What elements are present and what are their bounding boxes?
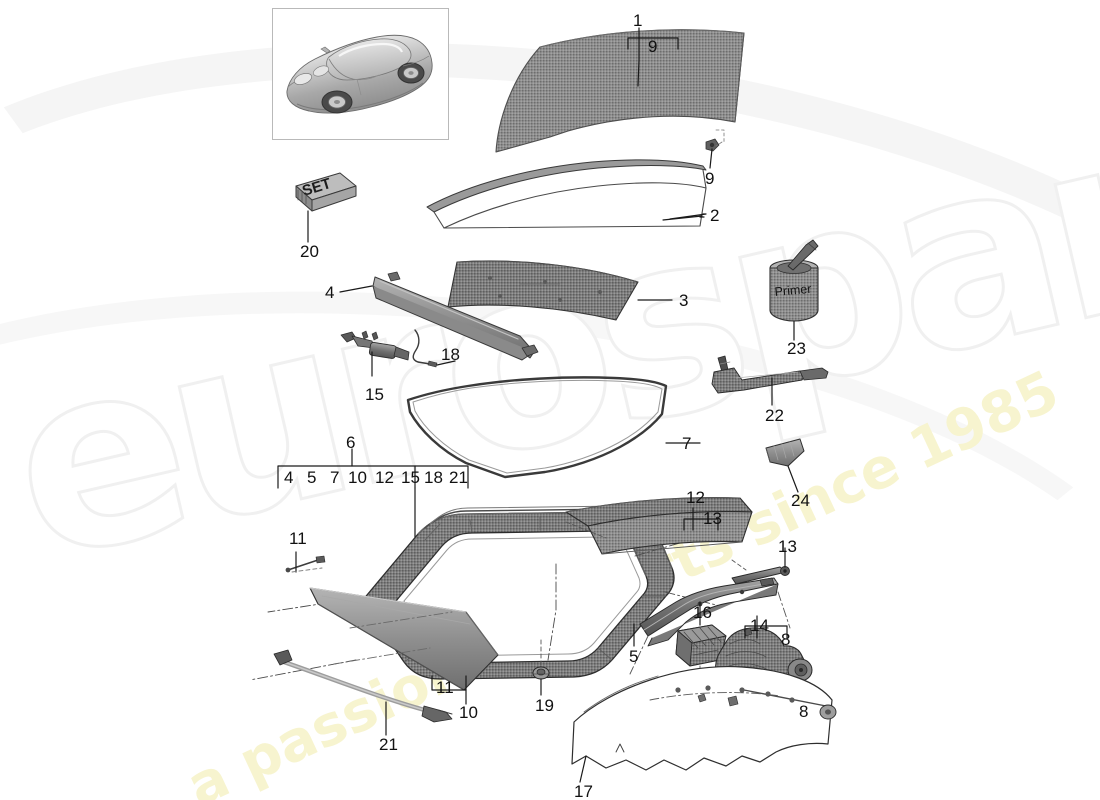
part-headliner-17: [571, 666, 837, 771]
callout-2: 2: [710, 206, 720, 225]
callout-11-strip: 11: [436, 678, 454, 697]
legend-item-4: 4: [284, 468, 294, 487]
leader-2: [662, 215, 703, 221]
part-guide-rail-5: [639, 577, 779, 647]
callout-4: 4: [325, 283, 335, 302]
callout-17: 17: [574, 782, 593, 800]
part-rear-cover-panel-12: [565, 497, 753, 555]
part-guide-rail-mechanism-22: [711, 355, 829, 394]
part-cover-strip-10: [309, 587, 499, 691]
part-roof-panel-1: [495, 29, 745, 153]
part-sleeve-24: [765, 438, 805, 467]
callout-21: 21: [379, 735, 398, 754]
legend-item-15: 15: [401, 468, 420, 487]
part-link-rod-13: [731, 566, 790, 585]
part-insulation-mat-3: [447, 260, 639, 321]
leader-24: [787, 465, 799, 493]
legend-item-18: 18: [424, 468, 443, 487]
leader-18: [436, 360, 456, 366]
callout-9-bracket: 9: [648, 37, 658, 56]
callout-5: 5: [629, 647, 639, 666]
legend-item-10: 10: [348, 468, 367, 487]
callout-23: 23: [787, 339, 806, 358]
primer-jar-text: Primer: [774, 282, 812, 299]
leader-1: [637, 27, 640, 87]
callout-13-rod: 13: [778, 537, 797, 556]
callout-11-cable: 11: [289, 529, 307, 548]
callout-13-bracket: 13: [703, 509, 722, 528]
part-grommet-19: [532, 666, 550, 680]
part-control-unit-16: [675, 624, 727, 667]
part-drive-cable-21: [273, 649, 453, 723]
part-spring-rod-18: [412, 329, 438, 368]
callout-18: 18: [441, 345, 460, 364]
sports-car-icon: [286, 34, 433, 114]
callout-14: 14: [750, 616, 769, 635]
part-roof-seal-7: [406, 376, 668, 479]
bracket-8-upper: [744, 625, 788, 639]
callout-7: 7: [682, 434, 692, 453]
leader-4: [339, 285, 373, 293]
leader-9-clip: [709, 148, 713, 169]
legend-item-5: 5: [307, 468, 317, 487]
leader-17: [579, 755, 587, 783]
part-set-box-20: SET: [295, 172, 357, 212]
callout-10: 10: [459, 703, 478, 722]
part-primer-jar-23: Primer: [769, 239, 819, 322]
part-drive-unit-15: [340, 330, 410, 361]
part-cable-11a: [285, 555, 326, 573]
callout-24: 24: [791, 491, 810, 510]
legend-item-21: 21: [449, 468, 468, 487]
legend-bracket-outer: [277, 465, 469, 489]
legend-group-number: 6: [346, 433, 356, 452]
bracket-11-10: [431, 675, 467, 691]
callout-20: 20: [300, 242, 319, 261]
part-glass-roof-outline-2: [426, 159, 707, 229]
callout-15: 15: [365, 385, 384, 404]
callout-19: 19: [535, 696, 554, 715]
bracket-13-upper: [683, 518, 719, 531]
callout-8-bracket: 8: [781, 630, 791, 649]
callout-9-clip: 9: [705, 169, 715, 188]
part-wind-deflector-4: [372, 271, 539, 361]
vehicle-thumbnail: [272, 8, 449, 140]
callout-22: 22: [765, 406, 784, 425]
legend-item-12: 12: [375, 468, 394, 487]
callout-12: 12: [686, 488, 705, 507]
callout-3: 3: [679, 291, 689, 310]
callout-8-screw: 8: [799, 702, 809, 721]
legend-item-7: 7: [330, 468, 340, 487]
callout-1: 1: [633, 11, 643, 30]
part-roof-clip-9: [705, 138, 720, 152]
bracket-9-top: [627, 37, 679, 50]
callout-16: 16: [693, 603, 712, 622]
